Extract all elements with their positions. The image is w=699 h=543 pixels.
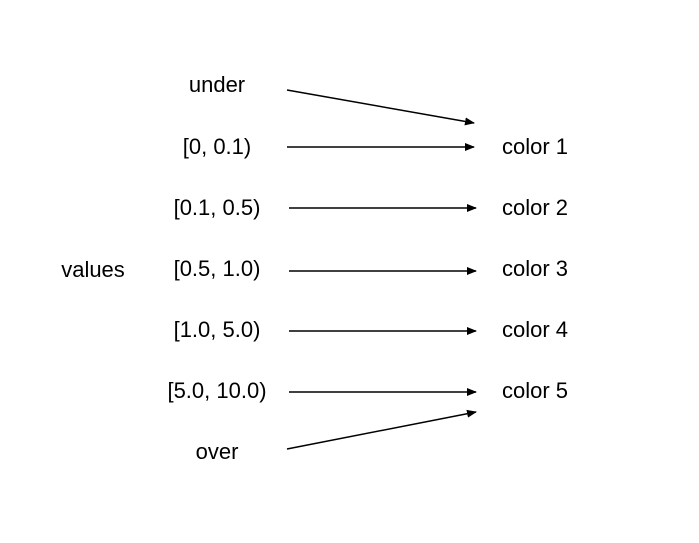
- under-label: under: [189, 72, 245, 97]
- under-arrow: [286, 89, 475, 126]
- color-label-1: color 1: [502, 134, 568, 159]
- values-label: values: [61, 257, 125, 282]
- over-label: over: [196, 439, 239, 464]
- range-label-3: [0.5, 1.0): [174, 256, 261, 281]
- range-label-1: [0, 0.1): [183, 134, 251, 159]
- color-label-2: color 2: [502, 195, 568, 220]
- color-label-5: color 5: [502, 378, 568, 403]
- range-label-5: [5.0, 10.0): [167, 378, 266, 403]
- color-label-4: color 4: [502, 317, 568, 342]
- color-label-3: color 3: [502, 256, 568, 281]
- range-label-2: [0.1, 0.5): [174, 195, 261, 220]
- range-label-4: [1.0, 5.0): [174, 317, 261, 342]
- over-arrow: [286, 409, 477, 450]
